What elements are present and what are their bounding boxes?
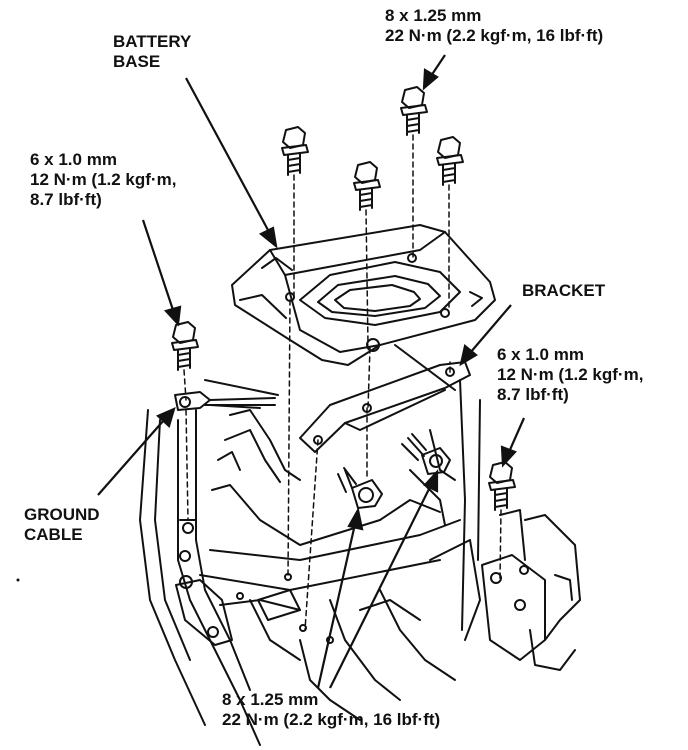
bolt-spec-bottom: 8 x 1.25 mm 22 N·m (2.2 kgf·m, 16 lbf·ft… — [222, 690, 440, 730]
bolt-battery-base-center — [353, 161, 381, 211]
bolt-spec-left-torque: 12 N·m (1.2 kgf·m, — [30, 170, 177, 189]
leader-arrows — [97, 54, 526, 689]
bolt-spec-left-size: 6 x 1.0 mm — [30, 150, 117, 169]
bolt-battery-base-far-right — [436, 136, 464, 186]
bolt-spec-left: 6 x 1.0 mm 12 N·m (1.2 kgf·m, 8.7 lbf·ft… — [30, 150, 176, 210]
bolt-spec-bottom-size: 8 x 1.25 mm — [222, 690, 319, 709]
vehicle-body — [139, 344, 481, 746]
battery-base-tray — [231, 224, 496, 366]
bolt-spec-bottom-torque: 22 N·m (2.2 kgf·m, 16 lbf·ft) — [222, 710, 441, 729]
bracket-label: BRACKET — [522, 281, 606, 300]
battery-base-label-line-1: BATTERY — [113, 32, 192, 51]
ground-cable-label-line-2: CABLE — [24, 525, 83, 544]
battery-base-label-line-2: BASE — [113, 52, 161, 71]
bolt-spec-right: 6 x 1.0 mm 12 N·m (1.2 kgf·m, 8.7 lbf·ft… — [497, 345, 643, 405]
bolt-battery-base-top-right — [400, 86, 428, 136]
battery-base-label: BATTERY BASE — [113, 32, 191, 72]
bolt-spec-right-size: 6 x 1.0 mm — [497, 345, 584, 364]
bracket-part — [299, 361, 471, 453]
bolt-bracket-lower-right — [401, 433, 451, 475]
ground-cable-terminal — [174, 391, 276, 411]
bolt-spec-top-right-size: 8 x 1.25 mm — [385, 6, 482, 25]
bolt-axis-lines — [183, 134, 502, 631]
bolt-spec-top-right: 8 x 1.25 mm 22 N·m (2.2 kgf·m, 16 lbf·ft… — [385, 6, 603, 46]
bolt-spec-right-torque-cont: 8.7 lbf·ft) — [497, 385, 569, 404]
bolt-spec-top-right-torque: 22 N·m (2.2 kgf·m, 16 lbf·ft) — [385, 26, 604, 45]
bolt-bracket-lower-left — [337, 467, 383, 509]
bolt-ground-cable — [171, 321, 199, 371]
bolt-bracket-right — [488, 461, 516, 511]
bolt-spec-left-torque-cont: 8.7 lbf·ft) — [30, 190, 102, 209]
right-bracket-component — [481, 509, 581, 671]
bolt-spec-right-torque: 12 N·m (1.2 kgf·m, — [497, 365, 644, 384]
ground-cable-label: GROUND CABLE — [24, 505, 100, 545]
bolt-battery-base-left — [281, 126, 309, 176]
ground-cable-label-line-1: GROUND — [24, 505, 100, 524]
